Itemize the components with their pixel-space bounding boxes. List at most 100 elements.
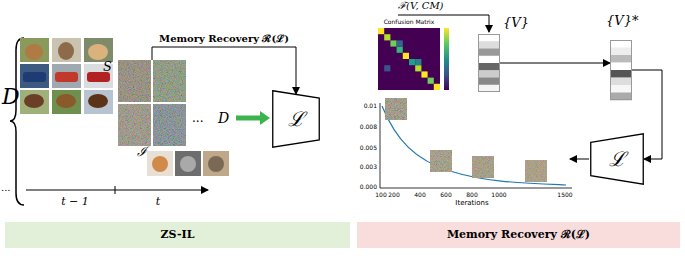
section-band: Memory Recovery ℛ(ℒ): [357, 222, 680, 248]
loss-plot: [472, 156, 494, 178]
trapezoid-shape: [591, 134, 644, 185]
green-arrow: [260, 111, 270, 125]
synthetic-image: [153, 60, 186, 102]
time-label: t − 1: [61, 196, 89, 207]
vector-stripe: [478, 49, 500, 57]
confusion-matrix: [378, 28, 384, 34]
green-arrow: [236, 111, 270, 125]
dataset-photos: [84, 38, 113, 62]
edge-label: Memory Recovery ℛ(ℒ): [157, 33, 291, 44]
dataset-photos: [52, 64, 81, 88]
vector-stripe: [478, 70, 500, 78]
loss-plot: [385, 98, 407, 120]
band-title: ZS-IL: [161, 229, 195, 241]
loss-plot: [525, 160, 547, 182]
vector-bar-outline: [610, 40, 632, 100]
green-arrow: [236, 116, 262, 121]
vector-stripe: [610, 40, 632, 48]
synthetic-noise: [153, 60, 186, 102]
dataset-photos: [24, 94, 44, 108]
model-symbol: ℒ: [288, 108, 305, 130]
dataset-photos: [88, 44, 108, 60]
set-brace: [10, 38, 24, 205]
vector-bar: {V}: [478, 34, 500, 92]
new-class-photos: [180, 156, 196, 172]
new-class-photos: [152, 156, 168, 172]
axis-tick: 1000: [491, 192, 506, 198]
dataset-photos: [20, 90, 49, 114]
vector-stripe: [610, 70, 632, 78]
confusion-matrix: [378, 28, 449, 90]
loss-plot: [385, 98, 407, 120]
dataset-photos: [52, 90, 81, 114]
new-class-photos: [175, 151, 201, 176]
vector-stripe: [478, 63, 500, 71]
axis-tick: 0.01: [364, 103, 377, 109]
synthetic-noise: [118, 104, 151, 146]
synthetic-image: [118, 104, 151, 146]
set-symbol: D: [218, 111, 229, 125]
axis-tick: 100: [375, 192, 386, 198]
dataset-photos: [84, 90, 113, 114]
memory-stack-outline: [118, 60, 186, 146]
confusion-matrix: [390, 40, 396, 46]
model-trapezoid: ℒ: [590, 133, 644, 185]
vector-stripe: [610, 55, 632, 63]
synthetic-noise: [153, 104, 186, 146]
confusion-matrix: [409, 59, 415, 65]
dataset-photos: [58, 42, 74, 60]
loss-plot: [430, 150, 452, 172]
band-title: Memory Recovery ℛ(ℒ): [447, 229, 590, 241]
confusion-matrix: [397, 47, 403, 53]
function-label: ℱ(V, CM): [398, 1, 444, 11]
set-symbol: S: [103, 60, 112, 74]
recovery-arrow: [398, 15, 589, 159]
axis-tick: 0.000: [360, 184, 377, 190]
loss-plot: [472, 156, 494, 178]
dataset-photos: [56, 94, 76, 108]
chart-title: Confusion Matrix: [384, 19, 435, 25]
timeline-arrow: [115, 186, 116, 194]
loss-plot: [382, 106, 566, 185]
connector-arrow: [500, 63, 610, 64]
vector-stripe: [478, 56, 500, 64]
section-band: ZS-IL: [5, 222, 350, 248]
axis-tick: 1500: [557, 192, 572, 198]
new-class-photos: [147, 151, 173, 176]
synthetic-image: [118, 60, 151, 102]
vector-stripe: [478, 34, 500, 42]
loss-plot: [380, 98, 572, 188]
loss-plot: [525, 160, 547, 182]
confusion-matrix: [403, 53, 409, 59]
dataset-photos: [52, 38, 81, 62]
dataset-photos: [25, 44, 43, 60]
vector-bar: {V}*: [610, 40, 632, 100]
new-class-photos: [203, 151, 229, 176]
vector-stripe: [610, 63, 632, 71]
set-symbol: ℐ: [137, 145, 147, 158]
dataset-photos: [20, 38, 49, 62]
ellipsis: ...: [192, 112, 203, 124]
confusion-matrix: [434, 84, 440, 90]
loss-plot: [380, 188, 572, 189]
new-class-photos: [147, 151, 229, 176]
axis-tick: 800: [466, 192, 477, 198]
vector-border: [479, 35, 500, 92]
synthetic-image: [153, 104, 186, 146]
loss-plot: [380, 103, 381, 188]
new-class-photos: [208, 156, 224, 172]
time-label: t: [156, 196, 160, 207]
recovery-arrow: [570, 159, 589, 160]
memory-stack: S: [118, 60, 186, 146]
model-trapezoid: ℒ: [272, 90, 320, 148]
confusion-matrix: [444, 28, 449, 90]
confusion-matrix: [421, 71, 427, 77]
dataset-photos: [23, 72, 46, 82]
model-symbol: ℒ: [609, 148, 626, 170]
axis-tick: 0.003: [360, 164, 377, 170]
confusion-matrix: [378, 28, 440, 90]
axis-tick: 0.005: [360, 145, 377, 151]
vector-border: [611, 41, 632, 100]
timeline-arrow: [26, 186, 208, 194]
